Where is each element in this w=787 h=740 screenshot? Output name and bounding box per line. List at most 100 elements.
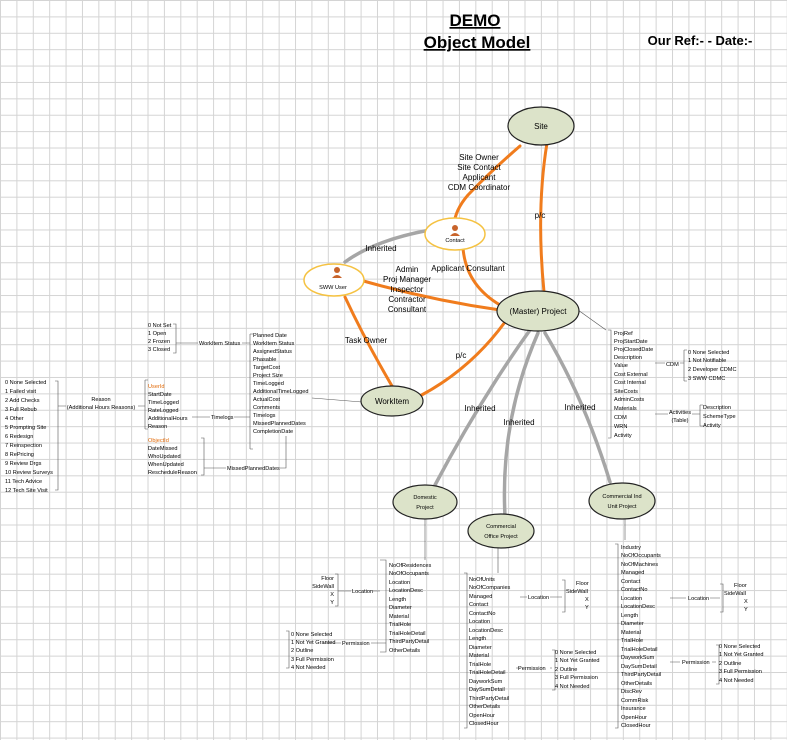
node-commercial-office-project[interactable]: Commercial Office Project bbox=[467, 513, 535, 549]
location-value: Floor bbox=[734, 583, 747, 589]
timelogs-label: Timelogs bbox=[211, 415, 234, 421]
permission-value: 1 Not Yet Granted bbox=[555, 658, 599, 664]
unit-permission-label: Permission bbox=[682, 660, 710, 666]
permission-value: 3 Full Permission bbox=[291, 657, 334, 663]
node-unit-label-2: Unit Project bbox=[608, 504, 637, 510]
node-site-label: Site bbox=[534, 122, 548, 131]
permission-value: 4 Not Needed bbox=[555, 684, 590, 690]
link-user-project bbox=[358, 278, 502, 312]
workitem-status-3: 3 Closed bbox=[148, 347, 170, 353]
missed-planned-label: MissedPlannedDates bbox=[227, 466, 280, 472]
node-domestic-label-1: Domestic bbox=[413, 495, 437, 501]
office-field: ContactNo bbox=[469, 611, 495, 617]
reason-value: 11 Tech Advice bbox=[5, 479, 42, 485]
unit-field: DayworkSum bbox=[621, 655, 655, 661]
node-sww-user[interactable]: SWW User bbox=[303, 263, 365, 297]
domestic-field: Length bbox=[389, 597, 406, 603]
reason-value: 12 Tech Site Visit bbox=[5, 488, 48, 494]
reason-value: 4 Other bbox=[5, 416, 24, 422]
workitem-field: Timelogs bbox=[253, 413, 276, 419]
permission-value: 4 Not Needed bbox=[291, 665, 326, 671]
unit-field: OpenHour bbox=[621, 715, 647, 721]
reference-label: Our Ref:- - Date:- bbox=[648, 33, 753, 48]
timelog-field: Reason bbox=[148, 424, 167, 430]
unit-field: Location bbox=[621, 596, 642, 602]
unit-field: NoOfMachines bbox=[621, 562, 658, 568]
workitem-field: AdditionalTimeLogged bbox=[253, 389, 308, 395]
activities-label-1: Activities bbox=[669, 410, 691, 416]
reason-value: 10 Review Surveys bbox=[5, 470, 53, 476]
project-field: Value bbox=[614, 363, 628, 369]
node-workitem[interactable]: WorkItem bbox=[360, 385, 424, 417]
permission-value: 2 Outline bbox=[555, 667, 577, 673]
label-inherited-domestic: Inherited bbox=[464, 404, 495, 413]
domestic-fields: NoOfResidences NoOfOccupants Location Lo… bbox=[389, 563, 431, 654]
unit-field: Diameter bbox=[621, 621, 644, 627]
link-project-domestic bbox=[433, 328, 532, 487]
workitem-field: Planned Date bbox=[253, 333, 287, 339]
title-line-1: DEMO bbox=[450, 11, 501, 30]
node-domestic-project[interactable]: Domestic Project bbox=[392, 484, 458, 520]
location-value: Y bbox=[330, 600, 334, 606]
workitem-field: ActualCost bbox=[253, 397, 280, 403]
unit-field: Material bbox=[621, 630, 641, 636]
node-master-project-label: (Master) Project bbox=[510, 307, 568, 316]
timelog-field: TimeLogged bbox=[148, 400, 179, 406]
office-field: NoOfUnits bbox=[469, 577, 495, 583]
node-contact-label: Contact bbox=[445, 238, 465, 244]
reason-value: 2 Add Checks bbox=[5, 398, 40, 404]
node-site[interactable]: Site bbox=[507, 106, 575, 146]
project-field: Materials bbox=[614, 406, 637, 412]
link-user-workitem bbox=[343, 295, 394, 388]
reason-value: 7 Reinspection bbox=[5, 443, 42, 449]
label-inherited-contact: Inherited bbox=[365, 244, 396, 253]
permission-value: 1 Not Yet Granted bbox=[291, 640, 335, 646]
office-field: OtherDetails bbox=[469, 704, 500, 710]
permission-value: 2 Outline bbox=[719, 661, 741, 667]
unit-field: ThirdPartyDetail bbox=[621, 672, 661, 678]
project-field: Description bbox=[614, 355, 642, 361]
office-field: Contact bbox=[469, 602, 489, 608]
project-field: Cost External bbox=[614, 372, 648, 378]
project-field: AdminCosts bbox=[614, 397, 644, 403]
workitem-field: AssignedStatus bbox=[253, 349, 292, 355]
office-location: Location Floor SideWall X Y bbox=[528, 581, 589, 611]
reason-value: 8 RePricing bbox=[5, 452, 34, 458]
node-office-label-2: Office Project bbox=[484, 534, 518, 540]
workitem-field: CompletionDate bbox=[253, 429, 293, 435]
label-inherited-office: Inherited bbox=[503, 418, 534, 427]
timelog-field: StartDate bbox=[148, 392, 172, 398]
node-master-project[interactable]: (Master) Project bbox=[496, 290, 580, 332]
timelog-field: AdditionalHours bbox=[148, 416, 188, 422]
location-value: Floor bbox=[576, 581, 589, 587]
domestic-field: LocationDesc bbox=[389, 588, 423, 594]
office-field: Length bbox=[469, 636, 486, 642]
node-contact[interactable]: Contact bbox=[424, 217, 486, 251]
office-field: TrialHoleDetail bbox=[469, 670, 505, 676]
unit-field: NoOfOccupants bbox=[621, 553, 661, 559]
domestic-field: Material bbox=[389, 614, 409, 620]
location-value: SideWall bbox=[724, 591, 746, 597]
office-field: Diameter bbox=[469, 645, 492, 651]
link-project-office bbox=[502, 331, 540, 518]
location-value: Y bbox=[585, 605, 589, 611]
activities-field: Activity bbox=[703, 423, 721, 429]
permission-value: 4 Not Needed bbox=[719, 678, 754, 684]
office-field: TrialHole bbox=[469, 662, 491, 668]
project-field: SiteCosts bbox=[614, 389, 638, 395]
workitem-status-values: 0 Not Set 1 Open 2 Frozen 3 Closed WorkI… bbox=[148, 323, 240, 353]
workitem-field: TargetCost bbox=[253, 365, 280, 371]
node-unit-label-1: Commercial Ind bbox=[602, 494, 641, 500]
office-field: OpenHour bbox=[469, 713, 495, 719]
project-field: ProjRef bbox=[614, 331, 633, 337]
title-line-2: Object Model bbox=[424, 33, 531, 52]
office-field: ThirdPartyDetail bbox=[469, 696, 509, 702]
domestic-field: Location bbox=[389, 580, 410, 586]
project-field: ProjStartDate bbox=[614, 339, 648, 345]
office-field: Material bbox=[469, 653, 489, 659]
office-field: ClosedHour bbox=[469, 721, 499, 727]
activities-label-2: (Table) bbox=[671, 418, 688, 424]
node-commercial-unit-project[interactable]: Commercial Ind Unit Project bbox=[588, 482, 656, 520]
domestic-field: OtherDetails bbox=[389, 648, 420, 654]
unit-field: DiscRev bbox=[621, 689, 642, 695]
